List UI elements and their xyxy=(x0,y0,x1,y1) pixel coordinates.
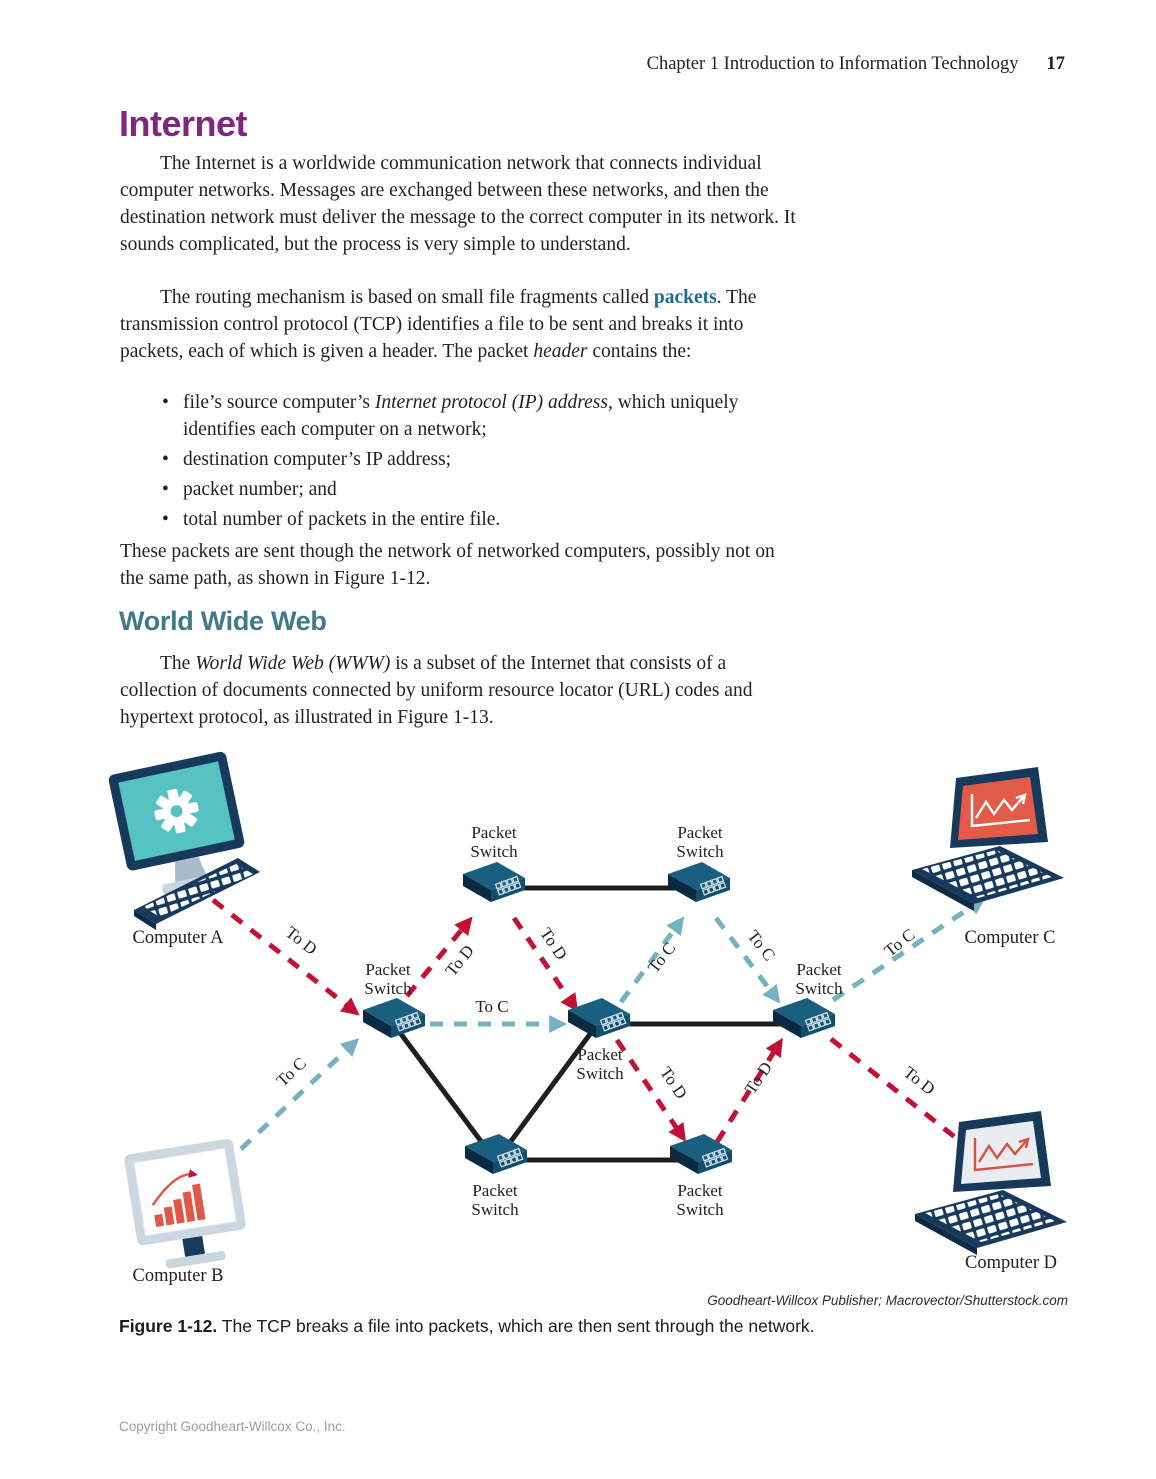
bullet-dot: • xyxy=(162,509,169,530)
routing-text-b: . The transmission control protocol (TCP… xyxy=(120,287,757,362)
computer-d-icon xyxy=(915,1111,1067,1255)
switch-label: Switch xyxy=(471,1200,519,1219)
gear-icon xyxy=(154,788,199,834)
header-term: header xyxy=(533,341,588,362)
paragraph-www: The World Wide Web (WWW) is a subset of … xyxy=(120,650,800,731)
www-text-a: The xyxy=(160,653,196,674)
to-d-label: To D xyxy=(442,941,478,980)
bullet-text: file’s source computer’s xyxy=(183,392,375,413)
red-path xyxy=(614,1038,687,1142)
keyboard-icon xyxy=(134,858,260,930)
paragraph-packets-sent: These packets are sent though the networ… xyxy=(120,541,775,589)
teal-path xyxy=(714,916,781,1004)
caption-label: Figure 1-12. xyxy=(119,1316,218,1336)
bar-chart-icon xyxy=(154,1183,206,1228)
to-c-label: To C xyxy=(475,997,508,1016)
backbone-links xyxy=(392,885,797,1163)
route-to-d xyxy=(211,898,976,1154)
red-path xyxy=(211,898,360,1016)
teal-path xyxy=(831,896,986,1003)
bullet-text: total number of packets in the entire fi… xyxy=(183,509,501,530)
subsection-title-www: World Wide Web xyxy=(119,606,327,636)
to-d-label: To D xyxy=(900,1063,939,1099)
computer-labels: Computer A Computer B Computer C Compute… xyxy=(133,928,1057,1286)
switch-label: Packet xyxy=(796,960,842,979)
list-item: • total number of packets in the entire f… xyxy=(162,506,778,533)
figure-caption: Figure 1-12. The TCP breaks a file into … xyxy=(119,1316,1079,1337)
computer-c-icon xyxy=(912,767,1064,911)
bullet-text: destination computer’s IP address; xyxy=(183,449,452,470)
bullet-dot: • xyxy=(162,479,169,500)
bullet-text: packet number; and xyxy=(183,479,337,500)
switch-label: Packet xyxy=(677,823,723,842)
packet-switch-icon xyxy=(464,1133,528,1175)
chapter-title: Chapter 1 Introduction to Information Te… xyxy=(646,54,1019,74)
bullet-dot: • xyxy=(162,392,169,413)
switch-label: Switch xyxy=(470,842,518,861)
link-line xyxy=(497,1024,599,1158)
computer-a-label: Computer A xyxy=(133,928,225,948)
line-chart-icon xyxy=(973,1137,1034,1172)
red-path xyxy=(829,1037,976,1154)
switch-label: Switch xyxy=(676,1200,724,1219)
to-c-label: To C xyxy=(644,939,679,977)
link-line xyxy=(392,1024,495,1158)
switch-label: Switch xyxy=(676,842,724,861)
to-d-label: To D xyxy=(656,1063,691,1102)
switch-label: Switch xyxy=(364,979,412,998)
computer-b-icon xyxy=(124,1138,246,1269)
www-text-b: is a subset of the Internet that consist… xyxy=(120,653,753,728)
packet-switch-icon xyxy=(462,861,526,903)
packet-switch-icon xyxy=(362,997,426,1039)
packet-switch-icon xyxy=(567,997,631,1039)
packet-switch-icon xyxy=(772,997,836,1039)
list-item: • packet number; and xyxy=(162,476,778,503)
routing-text-a: The routing mechanism is based on small … xyxy=(160,287,654,308)
routing-text-c: contains the: xyxy=(587,341,692,362)
computer-b-label: Computer B xyxy=(133,1266,224,1286)
route-to-c xyxy=(239,896,986,1151)
switch-label: Packet xyxy=(365,960,411,979)
paragraph-routing: The routing mechanism is based on small … xyxy=(120,284,800,365)
switch-label: Packet xyxy=(677,1181,723,1200)
list-item: • file’s source computer’s Internet proto… xyxy=(162,389,778,443)
red-path xyxy=(714,1037,783,1144)
page-number: 17 xyxy=(1046,54,1066,74)
switch-label: Packet xyxy=(577,1045,623,1064)
bullet-dot: • xyxy=(162,449,169,470)
teal-path xyxy=(618,916,685,1004)
paragraph-intro: The Internet is a worldwide communicatio… xyxy=(120,153,796,255)
switch-label: Packet xyxy=(472,1181,518,1200)
bullet-text-italic: Internet protocol (IP) address xyxy=(374,392,608,413)
page-footer: Copyright Goodheart-Willcox Co., Inc. xyxy=(119,1419,346,1434)
computer-d-label: Computer D xyxy=(965,1253,1057,1273)
switch-label: Switch xyxy=(576,1064,624,1083)
page-header: Chapter 1 Introduction to Information Te… xyxy=(647,54,1065,75)
line-chart-icon xyxy=(970,793,1031,828)
packet-header-bullet-list: • file’s source computer’s Internet proto… xyxy=(162,389,778,536)
list-item: • destination computer’s IP address; xyxy=(162,446,778,473)
caption-text: The TCP breaks a file into packets, whic… xyxy=(217,1316,815,1336)
red-path xyxy=(405,916,473,998)
packets-term: packets xyxy=(653,287,717,308)
switch-labels: Packet Switch Packet Switch Packet Switc… xyxy=(364,823,843,1219)
figure-credit: Goodheart-Willcox Publisher; Macrovector… xyxy=(707,1293,1068,1308)
section-title-internet: Internet xyxy=(119,103,248,144)
switch-label: Switch xyxy=(795,979,843,998)
to-c-label: To C xyxy=(273,1054,310,1091)
packet-switch-icon xyxy=(669,1133,733,1175)
www-term: World Wide Web (WWW) xyxy=(195,653,391,674)
bullet-text: , which uniquely identifies each compute… xyxy=(183,392,739,440)
teal-path xyxy=(239,1038,360,1151)
figure-1-12-network-diagram: Packet Switch Packet Switch Packet Switc… xyxy=(108,751,1067,1286)
computer-c-label: Computer C xyxy=(965,928,1056,948)
computer-a-icon xyxy=(108,751,260,930)
red-path xyxy=(511,916,579,1012)
packet-switch-icon xyxy=(667,861,731,903)
switch-label: Packet xyxy=(471,823,517,842)
to-d-label: To D xyxy=(282,923,321,959)
